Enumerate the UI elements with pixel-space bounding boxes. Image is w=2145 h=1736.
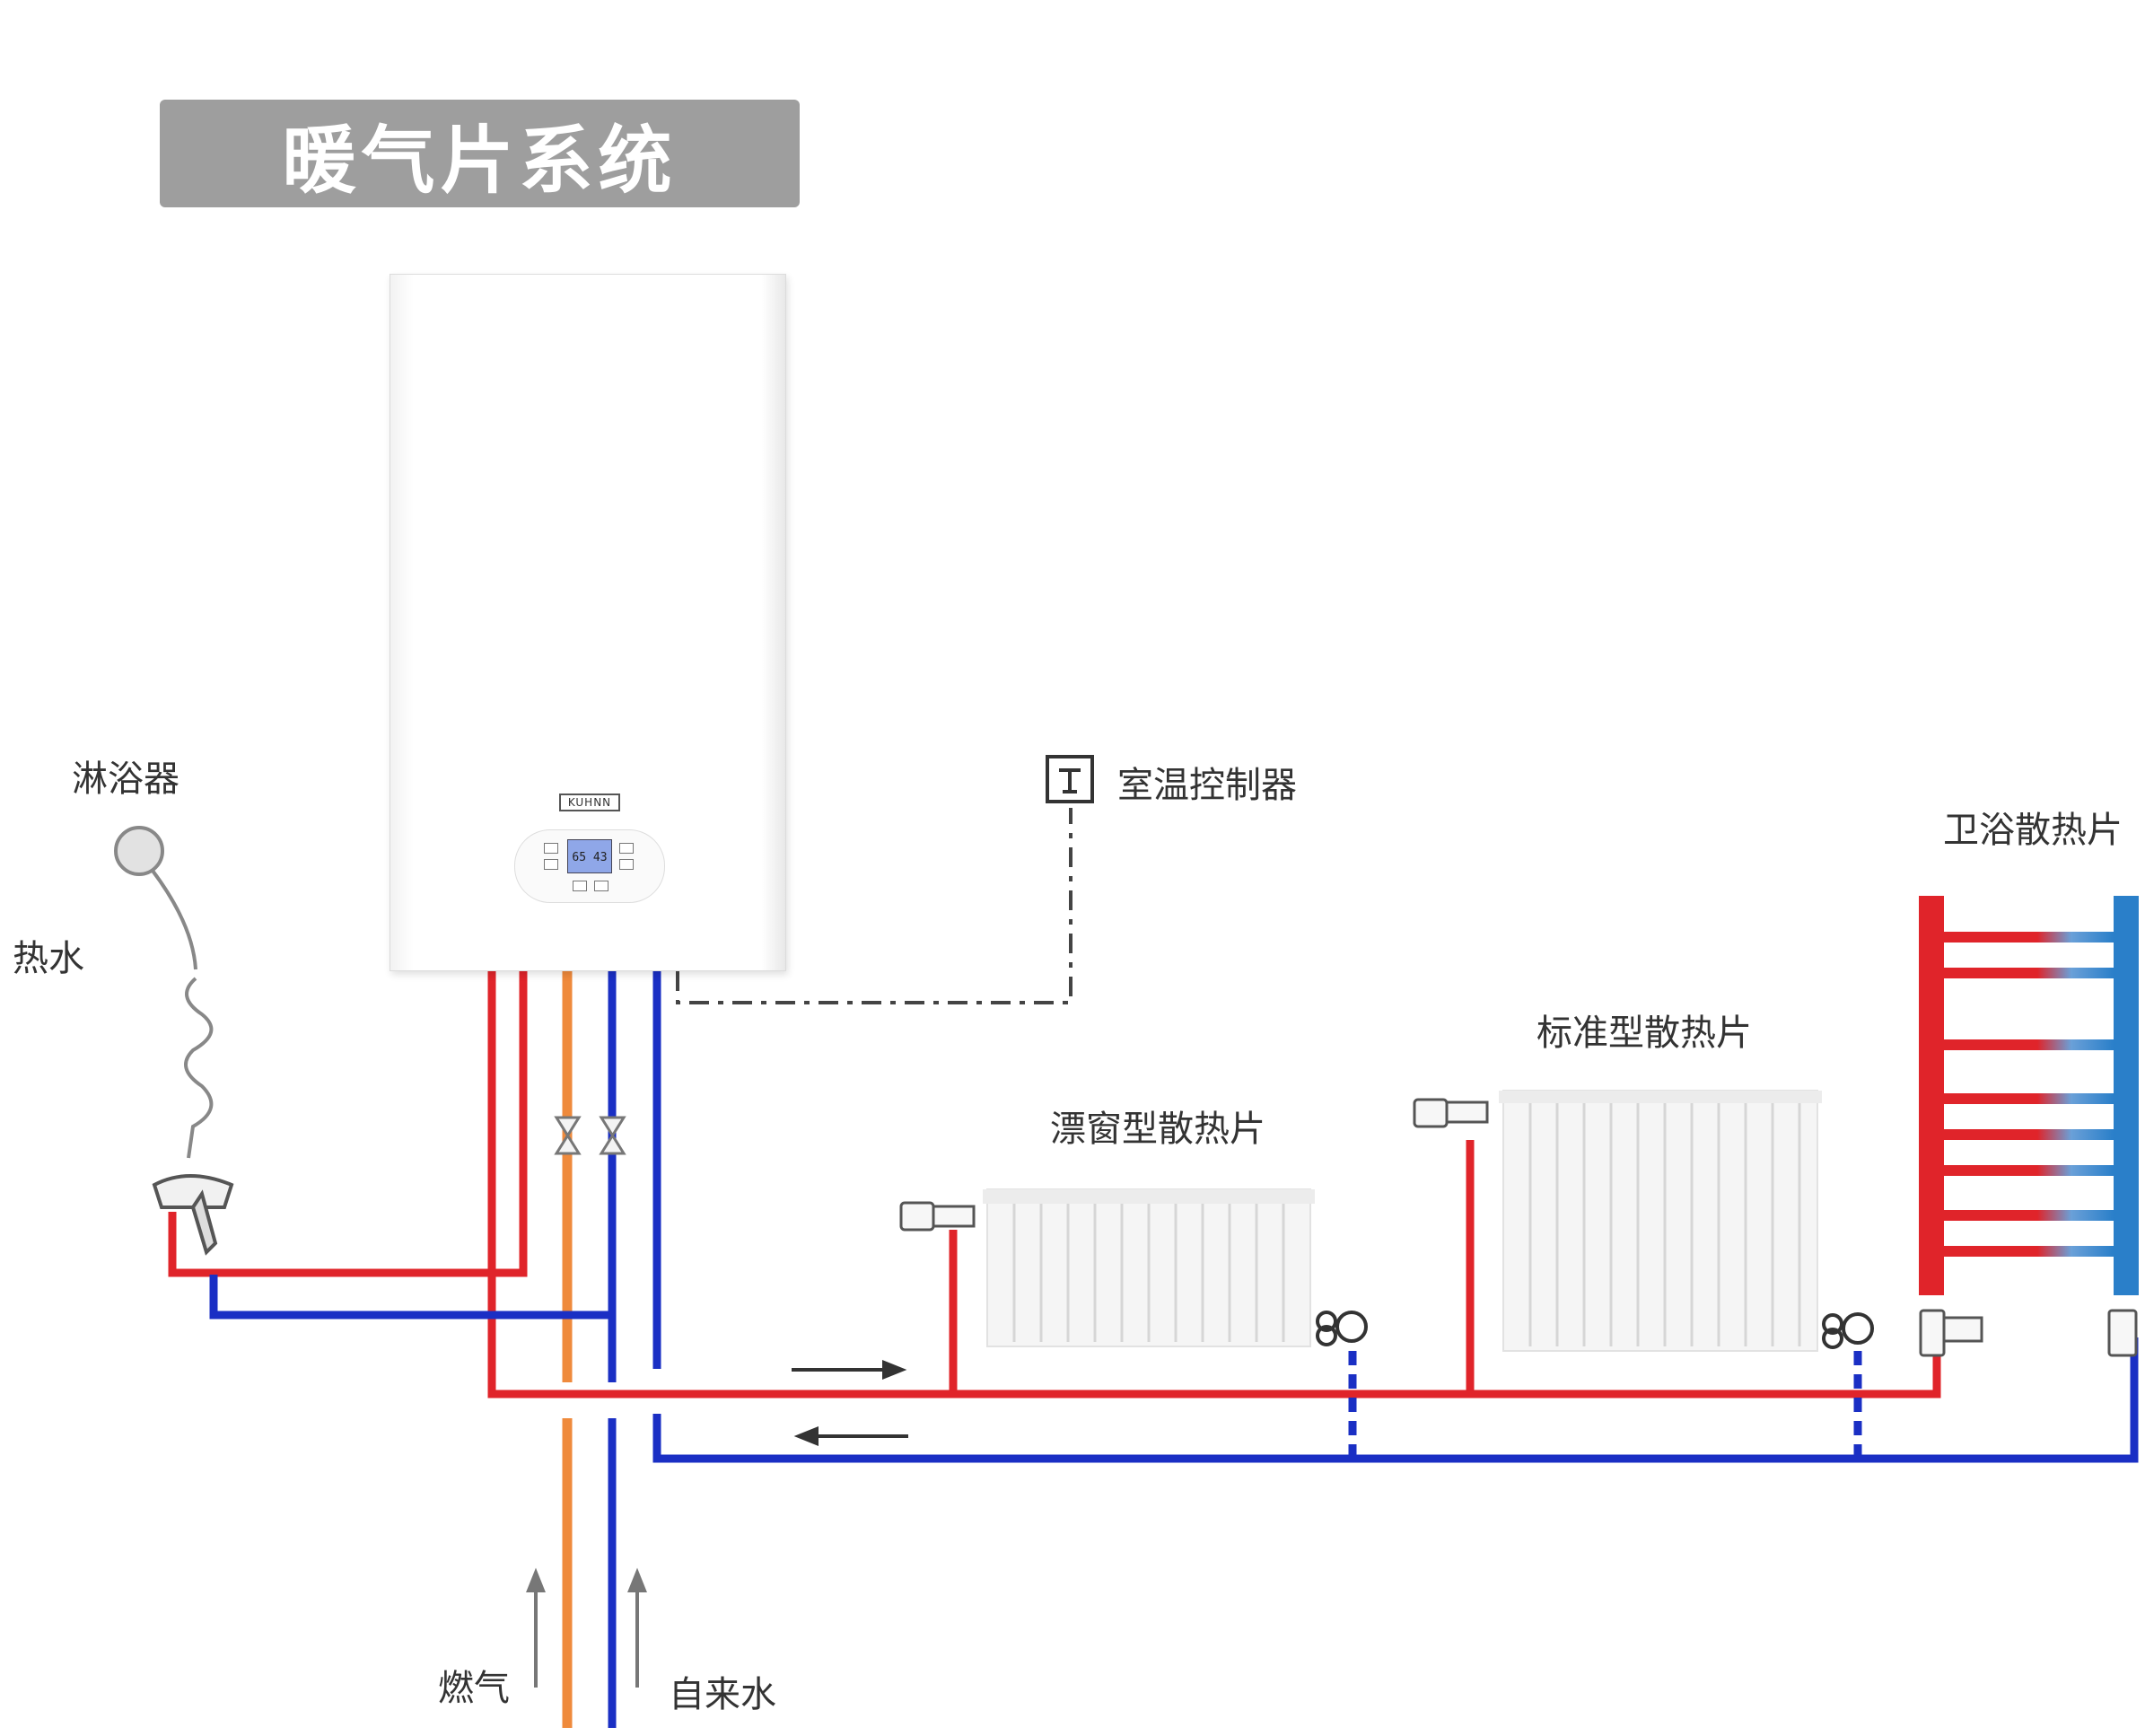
return-flow-arrow [793, 1426, 908, 1446]
label-hot-water: 热水 [13, 938, 84, 979]
gas-valve [554, 1116, 582, 1155]
panel-button-down-right[interactable] [619, 859, 634, 870]
hot-pipes [168, 968, 1941, 1398]
window-radiator-valve-icon [899, 1201, 976, 1232]
shower-mixer-icon [152, 1174, 234, 1256]
shower-cold-pipe [209, 1275, 612, 1320]
page-title: 暖气片系统 [282, 118, 678, 204]
gas-inflow-arrow [526, 1567, 546, 1688]
bathroom-radiator-icon [1919, 896, 2139, 1295]
panel-button-down-left[interactable] [544, 859, 558, 870]
label-window-radiator: 漂窗型散热片 [1050, 1109, 1265, 1150]
panel-button-up-right[interactable] [619, 843, 634, 854]
control-panel: 65 43 [514, 829, 665, 903]
heating-supply-pipe [487, 968, 1941, 1398]
standard-radiator-icon [1499, 1090, 1822, 1352]
cold-pipes [209, 968, 2139, 1728]
lcd-left-value: 65 [572, 851, 587, 864]
window-radiator-lockshield-icon [1316, 1311, 1368, 1346]
brand-logo: KUHNN [559, 793, 620, 811]
standard-radiator-valve-icon [1413, 1098, 1489, 1128]
label-standard-radiator: 标准型散热片 [1537, 1013, 1752, 1054]
water-inflow-arrow [627, 1567, 647, 1688]
thermostat-icon [1046, 755, 1094, 803]
water-valve [599, 1116, 626, 1155]
lcd-right-value: 43 [592, 851, 608, 864]
title-banner: 暖气片系统 [160, 100, 800, 207]
shower-head-icon [114, 826, 214, 1159]
mode-button[interactable] [594, 881, 608, 891]
label-shower: 淋浴器 [72, 758, 179, 800]
wall-boiler: KUHNN 65 43 [390, 274, 786, 971]
hot-water-pipe [168, 968, 528, 1277]
bathroom-radiator-valve-left-icon [1919, 1309, 1983, 1357]
bathroom-radiator-valve-right-icon [2107, 1309, 2138, 1357]
window-radiator-icon [983, 1188, 1315, 1347]
label-bathroom-radiator: 卫浴散热片 [1943, 810, 2123, 851]
power-button[interactable] [573, 881, 587, 891]
label-gas: 燃气 [438, 1668, 510, 1709]
heating-return-pipe [652, 1337, 2139, 1463]
label-thermostat: 室温控制器 [1117, 765, 1297, 806]
supply-flow-arrow [792, 1360, 907, 1380]
panel-button-up-left[interactable] [544, 843, 558, 854]
standard-radiator-lockshield-icon [1822, 1312, 1874, 1349]
label-tap-water: 自来水 [669, 1674, 776, 1715]
thermostat-wire [676, 808, 1072, 1004]
lcd-display: 65 43 [567, 839, 612, 873]
